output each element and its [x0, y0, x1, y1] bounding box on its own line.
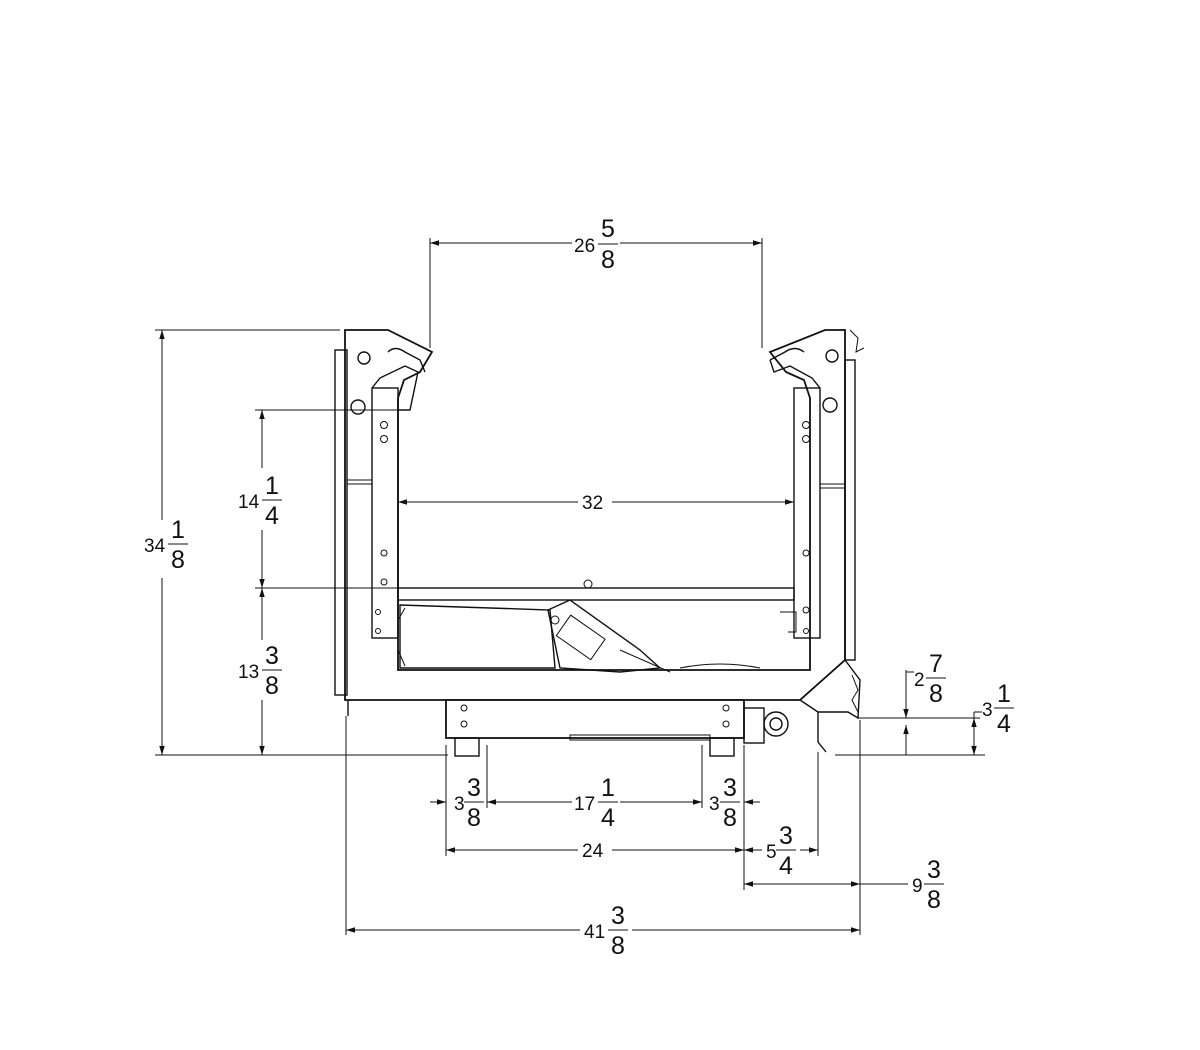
fan-motor: [547, 599, 662, 673]
dim-bracket-top: 2 7 8: [914, 650, 946, 708]
svg-text:32: 32: [582, 493, 603, 514]
svg-text:3: 3: [709, 794, 720, 815]
dimension-lines: [155, 238, 985, 935]
dim-overall-width: 41 3 8: [584, 902, 628, 960]
svg-text:8: 8: [927, 886, 941, 914]
base-unit: [445, 699, 745, 739]
svg-text:26: 26: [574, 236, 595, 257]
svg-text:3: 3: [467, 774, 481, 802]
svg-text:8: 8: [929, 680, 943, 708]
svg-text:3: 3: [265, 642, 279, 670]
drain-fitting: [763, 711, 789, 737]
dim-rear-offset: 9 3 8: [912, 856, 944, 914]
fan-housing: [399, 604, 556, 669]
svg-text:1: 1: [601, 774, 615, 802]
svg-text:17: 17: [574, 794, 595, 815]
svg-text:5: 5: [601, 215, 615, 243]
svg-text:8: 8: [265, 672, 279, 700]
svg-text:3: 3: [454, 794, 465, 815]
svg-text:7: 7: [929, 650, 943, 678]
svg-text:3: 3: [927, 856, 941, 884]
svg-text:2: 2: [914, 670, 925, 691]
svg-text:1: 1: [997, 680, 1011, 708]
svg-text:34: 34: [144, 536, 166, 557]
left-upright: [371, 387, 399, 639]
svg-text:14: 14: [238, 492, 260, 513]
shelf: [397, 587, 795, 601]
dim-top-opening: 26 5 8: [574, 215, 618, 274]
svg-text:8: 8: [723, 804, 737, 832]
dim-bracket-bottom: 3 1 4: [982, 680, 1014, 738]
right-leg: [709, 737, 735, 757]
svg-text:8: 8: [467, 804, 481, 832]
svg-text:41: 41: [584, 922, 605, 943]
dim-upper-height: 14 1 4: [238, 472, 282, 530]
dim-leg-offset-left: 3 3 8: [454, 774, 484, 832]
svg-text:8: 8: [171, 546, 185, 574]
dim-lower-height: 13 3 8: [238, 642, 282, 700]
svg-text:5: 5: [766, 842, 777, 863]
svg-text:13: 13: [238, 662, 259, 683]
svg-text:3: 3: [982, 700, 993, 721]
svg-text:3: 3: [723, 774, 737, 802]
svg-text:1: 1: [265, 472, 279, 500]
dim-leg-offset-right: 3 3 8: [709, 774, 740, 832]
svg-text:8: 8: [611, 932, 625, 960]
svg-text:3: 3: [611, 902, 625, 930]
dim-side-offset: 5 3 4: [766, 822, 796, 880]
svg-text:4: 4: [997, 710, 1011, 738]
left-leg: [454, 737, 480, 757]
svg-text:9: 9: [912, 876, 923, 897]
right-side-plate: [844, 359, 856, 661]
dim-base-width: 24: [582, 841, 604, 862]
svg-text:4: 4: [265, 502, 279, 530]
svg-text:24: 24: [582, 841, 604, 862]
left-side-plate: [334, 349, 348, 696]
dim-overall-height: 34 1 8: [144, 516, 188, 574]
left-outer-panel: [344, 329, 846, 701]
dim-leg-spacing: 17 1 4: [574, 774, 618, 832]
svg-text:1: 1: [171, 516, 185, 544]
svg-text:4: 4: [779, 852, 793, 880]
svg-text:3: 3: [779, 822, 793, 850]
dim-inner-width: 32: [582, 493, 603, 514]
svg-text:8: 8: [601, 246, 615, 274]
right-upright: [793, 387, 821, 639]
cabinet-side-view: [334, 329, 865, 757]
svg-text:4: 4: [601, 804, 615, 832]
